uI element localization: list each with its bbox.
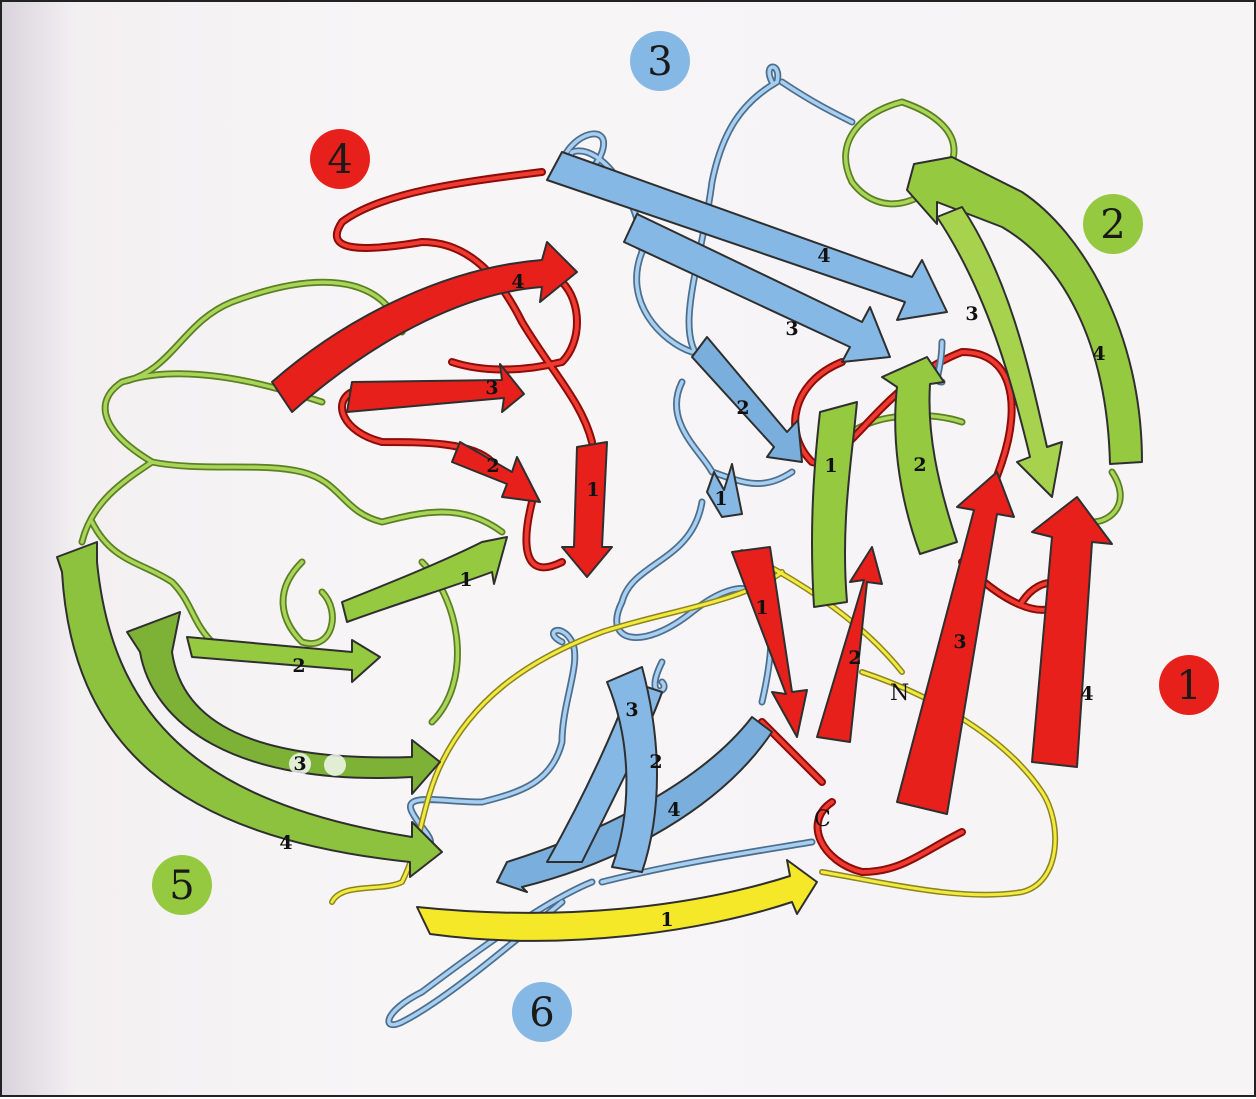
strand-d4-1 xyxy=(562,442,612,577)
svg-text:4: 4 xyxy=(327,137,352,183)
domain-badge-2: 2 xyxy=(1083,194,1143,254)
domain-badge-5: 5 xyxy=(152,855,212,915)
domain-badge-1: 1 xyxy=(1159,655,1219,715)
strand-label-d4-2: 2 xyxy=(486,455,499,477)
svg-text:3: 3 xyxy=(647,39,672,85)
strand-label-d1-3: 3 xyxy=(953,631,966,653)
domain-badge-4: 4 xyxy=(310,129,370,189)
strand-label-d4-1: 1 xyxy=(586,479,599,501)
svg-text:5: 5 xyxy=(169,863,194,909)
strand-label-d5-2: 2 xyxy=(292,655,305,677)
strand-label-d6-2: 2 xyxy=(649,751,662,773)
strand-label-d1-2: 2 xyxy=(848,647,861,669)
strand-label-d5-3: 3 xyxy=(293,753,306,775)
strand-label-d3-4: 4 xyxy=(817,245,830,267)
strand-d1-1 xyxy=(732,547,807,737)
strand-label-d3-3: 3 xyxy=(785,318,798,340)
svg-text:6: 6 xyxy=(529,990,554,1036)
strand-yellow-1 xyxy=(417,860,817,941)
domain-badge-3: 3 xyxy=(630,31,690,91)
strand-label-d2-3: 3 xyxy=(965,303,978,325)
strand-label-d1-4: 4 xyxy=(1080,683,1093,705)
strand-d5-1 xyxy=(342,537,507,622)
strand-label-d2-2: 2 xyxy=(913,454,926,476)
strand-label-d3-1: 1 xyxy=(714,488,727,510)
strand-d1-4 xyxy=(1032,497,1112,767)
strand-label-d6-4: 4 xyxy=(667,799,680,821)
svg-text:1: 1 xyxy=(1176,663,1201,709)
svg-text:2: 2 xyxy=(1100,202,1125,248)
strand-label-d5-4: 4 xyxy=(279,832,292,854)
strand-label-d5-1: 1 xyxy=(459,569,472,591)
domain-badge-6: 6 xyxy=(512,982,572,1042)
strand-label-d2-4: 4 xyxy=(1092,343,1105,365)
strand-label-d4-3: 3 xyxy=(485,377,498,399)
strand-d5-2 xyxy=(187,637,380,682)
strand-d2-1 xyxy=(812,402,857,607)
n-terminus-label: N xyxy=(890,681,909,706)
strand-label-d1-1: 1 xyxy=(755,597,768,619)
strand-label-d3-2: 2 xyxy=(736,397,749,419)
c-terminus-label: C xyxy=(814,807,831,832)
strand-label-yellow-1: 1 xyxy=(660,909,673,931)
strand-label-d2-1: 1 xyxy=(824,455,837,477)
strand-label-d6-3: 3 xyxy=(625,699,638,721)
strand-label-d4-4: 4 xyxy=(511,271,524,293)
